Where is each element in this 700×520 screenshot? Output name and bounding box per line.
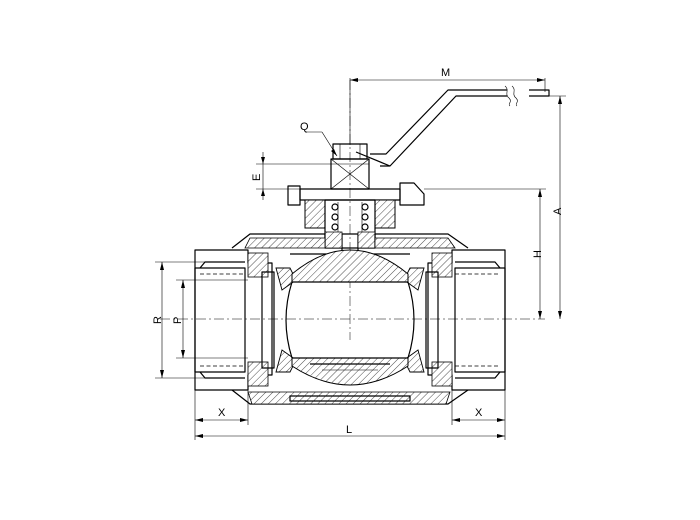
stem-assembly (287, 143, 425, 279)
ball (285, 249, 415, 386)
dimension-e: E (251, 152, 331, 200)
dimension-l: L (195, 424, 505, 438)
label-l: L (346, 424, 352, 436)
label-q: Q (300, 121, 309, 133)
label-m: M (441, 67, 450, 79)
dimension-x-right: X (451, 390, 506, 440)
dimension-r: R (152, 261, 205, 379)
label-x-left: X (218, 407, 226, 419)
label-e: E (251, 174, 263, 181)
label-a: A (552, 207, 564, 215)
dimension-x-left: X (194, 390, 249, 440)
label-h: H (532, 250, 544, 258)
dimension-a: A (549, 95, 566, 319)
lever-handle (355, 85, 550, 167)
label-x-right: X (475, 407, 483, 419)
valve-body (231, 233, 469, 405)
dimension-m: M (349, 67, 546, 145)
dimension-h: H (424, 188, 546, 319)
right-end-cap (425, 249, 506, 391)
left-end-cap (194, 249, 275, 391)
dimension-p: P (172, 279, 248, 359)
label-r: R (152, 316, 164, 324)
dimension-q: Q (300, 121, 338, 157)
label-p: P (172, 317, 184, 324)
center-lines (160, 80, 545, 340)
